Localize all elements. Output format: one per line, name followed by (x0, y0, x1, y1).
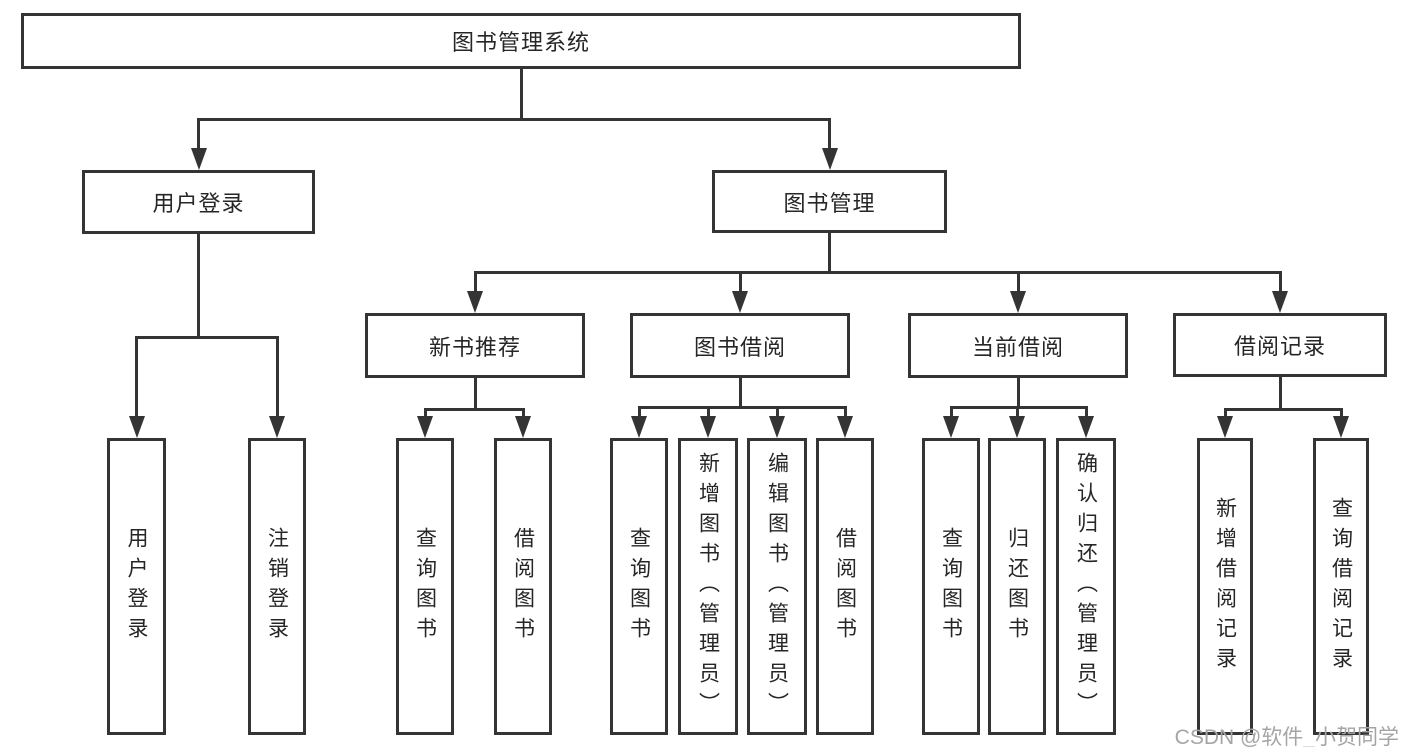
connector-line (1016, 271, 1020, 295)
arrow-down-icon (1078, 416, 1094, 438)
connector-line (423, 408, 427, 420)
connector-line (473, 271, 1282, 274)
node-new-book-recommend: 新书推荐 (365, 313, 585, 378)
leaf-logout: 注销登录 (248, 438, 306, 735)
node-borrowing-records: 借阅记录 (1173, 313, 1387, 377)
connector-line (197, 118, 831, 121)
connector-line (949, 406, 953, 420)
leaf-add-borrow-record: 新增借阅记录 (1197, 438, 1253, 735)
arrow-down-icon (269, 416, 285, 438)
connector-line (1015, 406, 1019, 420)
connector-line (135, 336, 279, 339)
connector-line (843, 406, 847, 420)
connector-line (738, 271, 742, 295)
connector-line (1278, 377, 1282, 411)
connector-line (738, 378, 742, 409)
arrow-down-icon (128, 416, 145, 438)
node-library-management-system: 图书管理系统 (21, 13, 1021, 69)
connector-line (521, 408, 525, 420)
connector-line (197, 234, 200, 339)
connector-line (1339, 408, 1343, 420)
node-book-management: 图书管理 (712, 170, 947, 233)
connector-line (135, 336, 138, 420)
connector-line (519, 69, 523, 121)
connector-line (1016, 378, 1020, 409)
leaf-query-books-borrowing: 查询图书 (610, 438, 668, 735)
node-book-borrowing: 图书借阅 (630, 313, 850, 378)
leaf-borrow-books-recommend: 借阅图书 (494, 438, 552, 735)
arrow-down-icon (1009, 416, 1025, 438)
connector-line (1223, 408, 1227, 420)
arrow-down-icon (190, 148, 207, 170)
connector-line (828, 118, 831, 152)
arrow-down-icon (821, 148, 838, 170)
leaf-user-login: 用户登录 (107, 438, 166, 735)
connector-line (775, 406, 779, 420)
arrow-down-icon (1272, 291, 1288, 313)
connector-line (275, 336, 279, 420)
connector-line (637, 406, 847, 409)
connector-line (197, 118, 200, 152)
node-user-login: 用户登录 (82, 170, 315, 234)
leaf-add-books-admin: 新增图书（管理员） (678, 438, 738, 735)
arrow-down-icon (1217, 416, 1233, 438)
connector-line (423, 408, 525, 411)
connector-line (473, 378, 477, 411)
leaf-query-books-current: 查询图书 (922, 438, 980, 735)
leaf-borrow-books: 借阅图书 (816, 438, 874, 735)
csdn-watermark: CSDN @软件_小贺同学 (1174, 726, 1399, 747)
arrow-down-icon (515, 416, 531, 438)
arrow-down-icon (467, 291, 483, 313)
connector-line (949, 406, 1088, 409)
connector-line (1278, 271, 1282, 295)
arrow-down-icon (943, 416, 959, 438)
connector-line (706, 406, 710, 420)
connector-line (473, 271, 477, 295)
arrow-down-icon (700, 416, 716, 438)
arrow-down-icon (769, 416, 785, 438)
connector-line (1223, 408, 1343, 411)
connector-line (1084, 406, 1088, 420)
arrow-down-icon (1010, 291, 1026, 313)
arrow-down-icon (1333, 416, 1349, 438)
node-current-borrowing: 当前借阅 (908, 313, 1128, 378)
arrow-down-icon (631, 416, 647, 438)
arrow-down-icon (837, 416, 853, 438)
leaf-query-borrow-record: 查询借阅记录 (1313, 438, 1369, 735)
arrow-down-icon (732, 291, 748, 313)
leaf-query-books-recommend: 查询图书 (396, 438, 454, 735)
leaf-confirm-return-admin: 确认归还（管理员） (1056, 438, 1116, 735)
leaf-edit-books-admin: 编辑图书（管理员） (747, 438, 807, 735)
connector-line (828, 233, 831, 274)
connector-line (637, 406, 641, 420)
leaf-return-books: 归还图书 (988, 438, 1046, 735)
arrow-down-icon (417, 416, 433, 438)
